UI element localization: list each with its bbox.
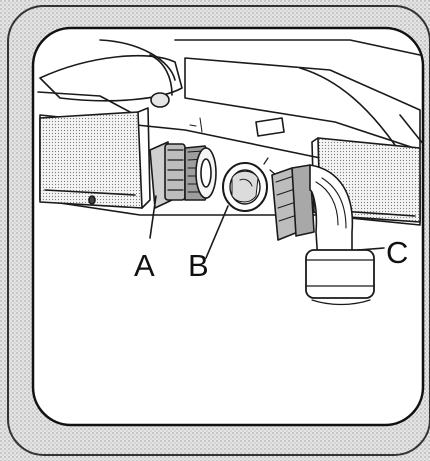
top-fastener xyxy=(150,92,170,108)
leader-b xyxy=(205,205,229,259)
fitting-c xyxy=(271,164,375,306)
leader-c xyxy=(357,247,385,251)
frame-card xyxy=(7,5,430,456)
callout-label-b: B xyxy=(188,248,209,283)
fitting-a xyxy=(149,141,217,209)
left-bracket xyxy=(39,111,143,209)
callout-label-c: C xyxy=(386,235,408,270)
washer-b xyxy=(222,162,268,212)
upper-housing-left xyxy=(39,54,183,102)
appliance-drawing xyxy=(37,39,423,306)
callout-label-a: A xyxy=(134,248,155,283)
leader-a xyxy=(149,195,157,239)
